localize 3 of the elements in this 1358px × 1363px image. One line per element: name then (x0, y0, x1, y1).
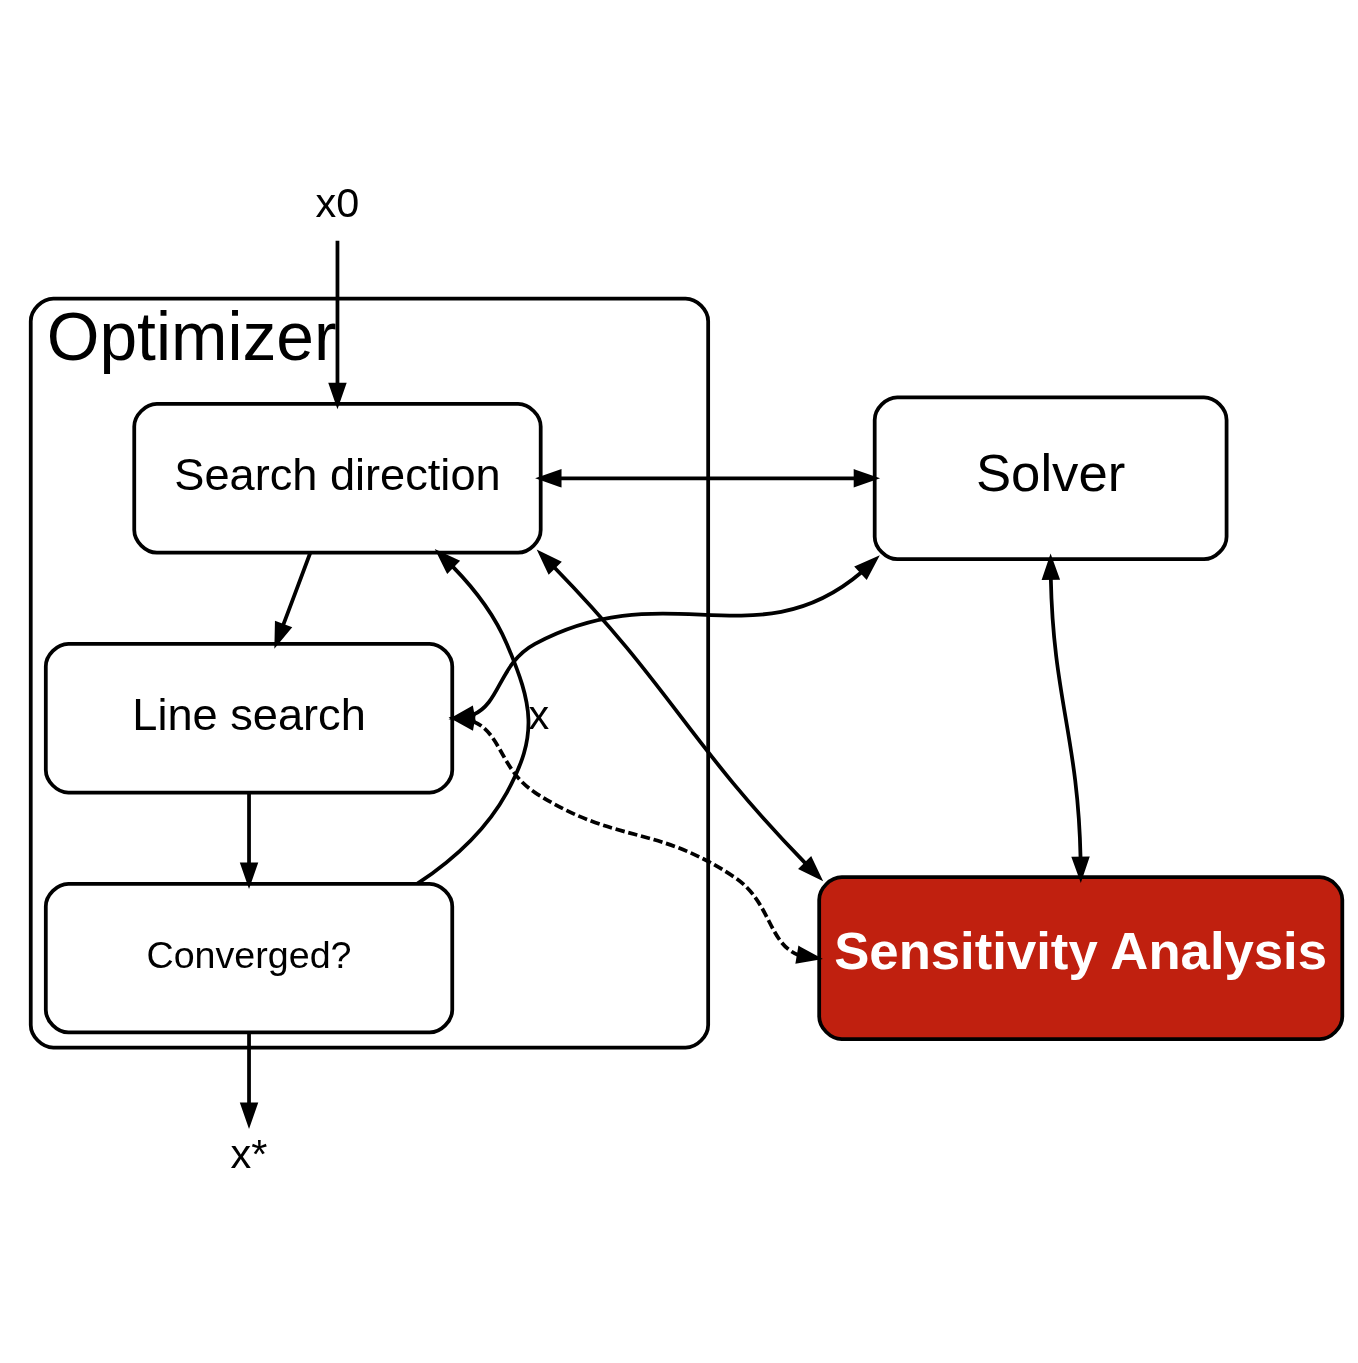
edge-label: x (528, 691, 550, 738)
node-text: x* (230, 1130, 268, 1177)
node-text: x0 (315, 179, 360, 226)
